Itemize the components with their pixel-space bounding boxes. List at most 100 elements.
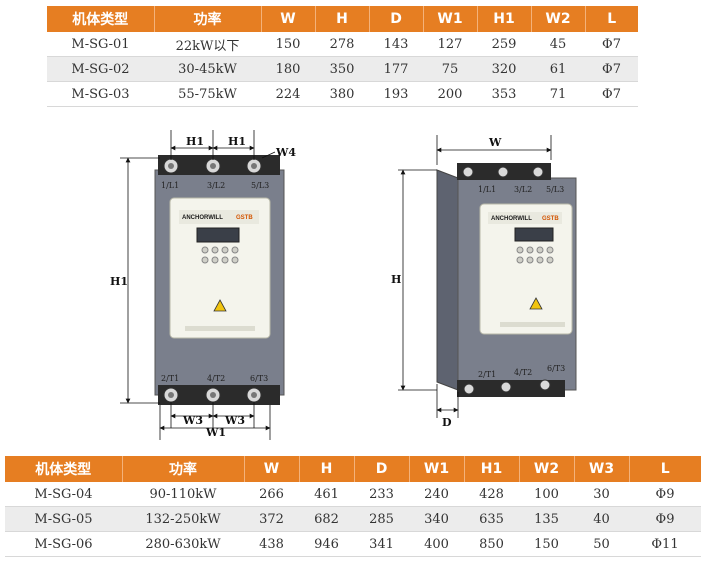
dim-label-d: D [442, 416, 452, 429]
label-strip [185, 326, 255, 331]
dim-label-w: W [488, 136, 502, 149]
spec-table-bottom: 机体类型 功率 W H D W1 H1 W2 W3 L M-SG-04 90-1… [5, 456, 701, 557]
table-cell: 200 [423, 81, 477, 107]
dim-label-w1: W1 [205, 426, 226, 439]
header-cell: H1 [464, 456, 520, 482]
terminal-label: 6/T3 [250, 374, 268, 383]
dim-label-h1: H1 [228, 135, 246, 148]
terminal-label: 3/L2 [514, 185, 532, 194]
table-cell: 259 [477, 32, 531, 57]
table-cell: 180 [261, 56, 315, 82]
dim-label-w3: W3 [182, 414, 203, 427]
spec-table-top: 机体类型 功率 W H D W1 H1 W2 L M-SG-01 22kW以下 … [47, 6, 638, 107]
table-cell: M-SG-05 [5, 506, 122, 532]
side-view: 1/L1 3/L2 5/L3 ANCHORWILL GSTB 2/T1 4/T2… [391, 135, 577, 429]
table-cell: 55-75kW [154, 81, 261, 107]
table-cell: 266 [244, 482, 299, 507]
table-cell: 320 [477, 56, 531, 82]
bottom-terminals [463, 379, 551, 395]
header-cell: W1 [423, 6, 478, 32]
model-tag: GSTB [236, 215, 253, 221]
table-cell: 135 [519, 506, 574, 532]
table-cell: 380 [315, 81, 369, 107]
dim-label-h1-side: H1 [110, 275, 128, 288]
header-cell: L [629, 456, 701, 482]
table-cell: Φ7 [585, 32, 638, 57]
table-cell: 30-45kW [154, 56, 261, 82]
model-tag: GSTB [542, 216, 559, 222]
table-cell: M-SG-01 [47, 32, 154, 57]
terminal-label: 4/T2 [514, 368, 532, 377]
table-cell: Φ9 [629, 506, 701, 532]
front-view: 1/L1 3/L2 5/L3 ANCHORWILL GSTB 2/T1 4/T2… [110, 130, 296, 440]
dim-label-h: H [391, 273, 401, 286]
table-row: M-SG-06 280-630kW 438 946 341 400 850 15… [5, 531, 701, 557]
table-cell: 372 [244, 506, 299, 532]
header-cell: W3 [574, 456, 630, 482]
table-cell: 40 [574, 506, 629, 532]
table-cell: Φ11 [629, 531, 701, 557]
table-cell: 850 [464, 531, 519, 557]
header-cell: 机体类型 [47, 6, 155, 32]
table-cell: 127 [423, 32, 477, 57]
table-cell: 100 [519, 482, 574, 507]
table-cell: 240 [409, 482, 464, 507]
table-cell: 438 [244, 531, 299, 557]
table-cell: 428 [464, 482, 519, 507]
header-cell: L [585, 6, 638, 32]
header-cell: D [354, 456, 410, 482]
header-cell: 功率 [122, 456, 245, 482]
brand-logo: ANCHORWILL [491, 216, 532, 222]
keypad [201, 246, 239, 264]
table-cell: 400 [409, 531, 464, 557]
table-cell: Φ9 [629, 482, 701, 507]
header-cell: W2 [531, 6, 586, 32]
table-cell: 143 [369, 32, 423, 57]
table-cell: 682 [299, 506, 354, 532]
terminal-label: 3/L2 [207, 181, 225, 190]
table-cell: 45 [531, 32, 585, 57]
dim-label-w4: W4 [275, 146, 296, 159]
header-cell: 机体类型 [5, 456, 123, 482]
header-cell: H1 [477, 6, 532, 32]
terminal-label: 6/T3 [547, 364, 565, 373]
chassis-side-face [436, 169, 459, 391]
lcd-display [514, 227, 554, 242]
table-cell: 22kW以下 [154, 32, 261, 57]
table-header-row: 机体类型 功率 W H D W1 H1 W2 L [47, 6, 638, 32]
lcd-display [196, 227, 240, 243]
warning-icon [213, 299, 227, 312]
table-row: M-SG-05 132-250kW 372 682 285 340 635 13… [5, 506, 701, 532]
table-cell: 193 [369, 81, 423, 107]
header-cell: H [315, 6, 370, 32]
table-cell: 177 [369, 56, 423, 82]
top-terminals [163, 158, 262, 174]
table-cell: 30 [574, 482, 629, 507]
dim-label-h1: H1 [186, 135, 204, 148]
table-cell: Φ7 [585, 56, 638, 82]
front-cover-panel [169, 197, 271, 339]
table-cell: M-SG-03 [47, 81, 154, 107]
table-row: M-SG-04 90-110kW 266 461 233 240 428 100… [5, 482, 701, 507]
dim-label-w3: W3 [224, 414, 245, 427]
header-cell: W2 [519, 456, 575, 482]
terminal-label: 5/L3 [546, 185, 564, 194]
table-cell: 341 [354, 531, 409, 557]
table-row: M-SG-02 30-45kW 180 350 177 75 320 61 Φ7 [47, 56, 638, 82]
table-cell: M-SG-04 [5, 482, 122, 507]
header-cell: W [261, 6, 316, 32]
table-cell: 285 [354, 506, 409, 532]
table-cell: 90-110kW [122, 482, 244, 507]
terminal-label: 2/T1 [161, 374, 179, 383]
terminal-label: 1/L1 [161, 181, 179, 190]
table-cell: 150 [519, 531, 574, 557]
table-cell: 132-250kW [122, 506, 244, 532]
table-cell: 50 [574, 531, 629, 557]
table-cell: 635 [464, 506, 519, 532]
header-cell: D [369, 6, 424, 32]
terminal-label: 4/T2 [207, 374, 225, 383]
table-cell: 340 [409, 506, 464, 532]
table-cell: Φ7 [585, 81, 638, 107]
warning-icon [529, 297, 543, 310]
